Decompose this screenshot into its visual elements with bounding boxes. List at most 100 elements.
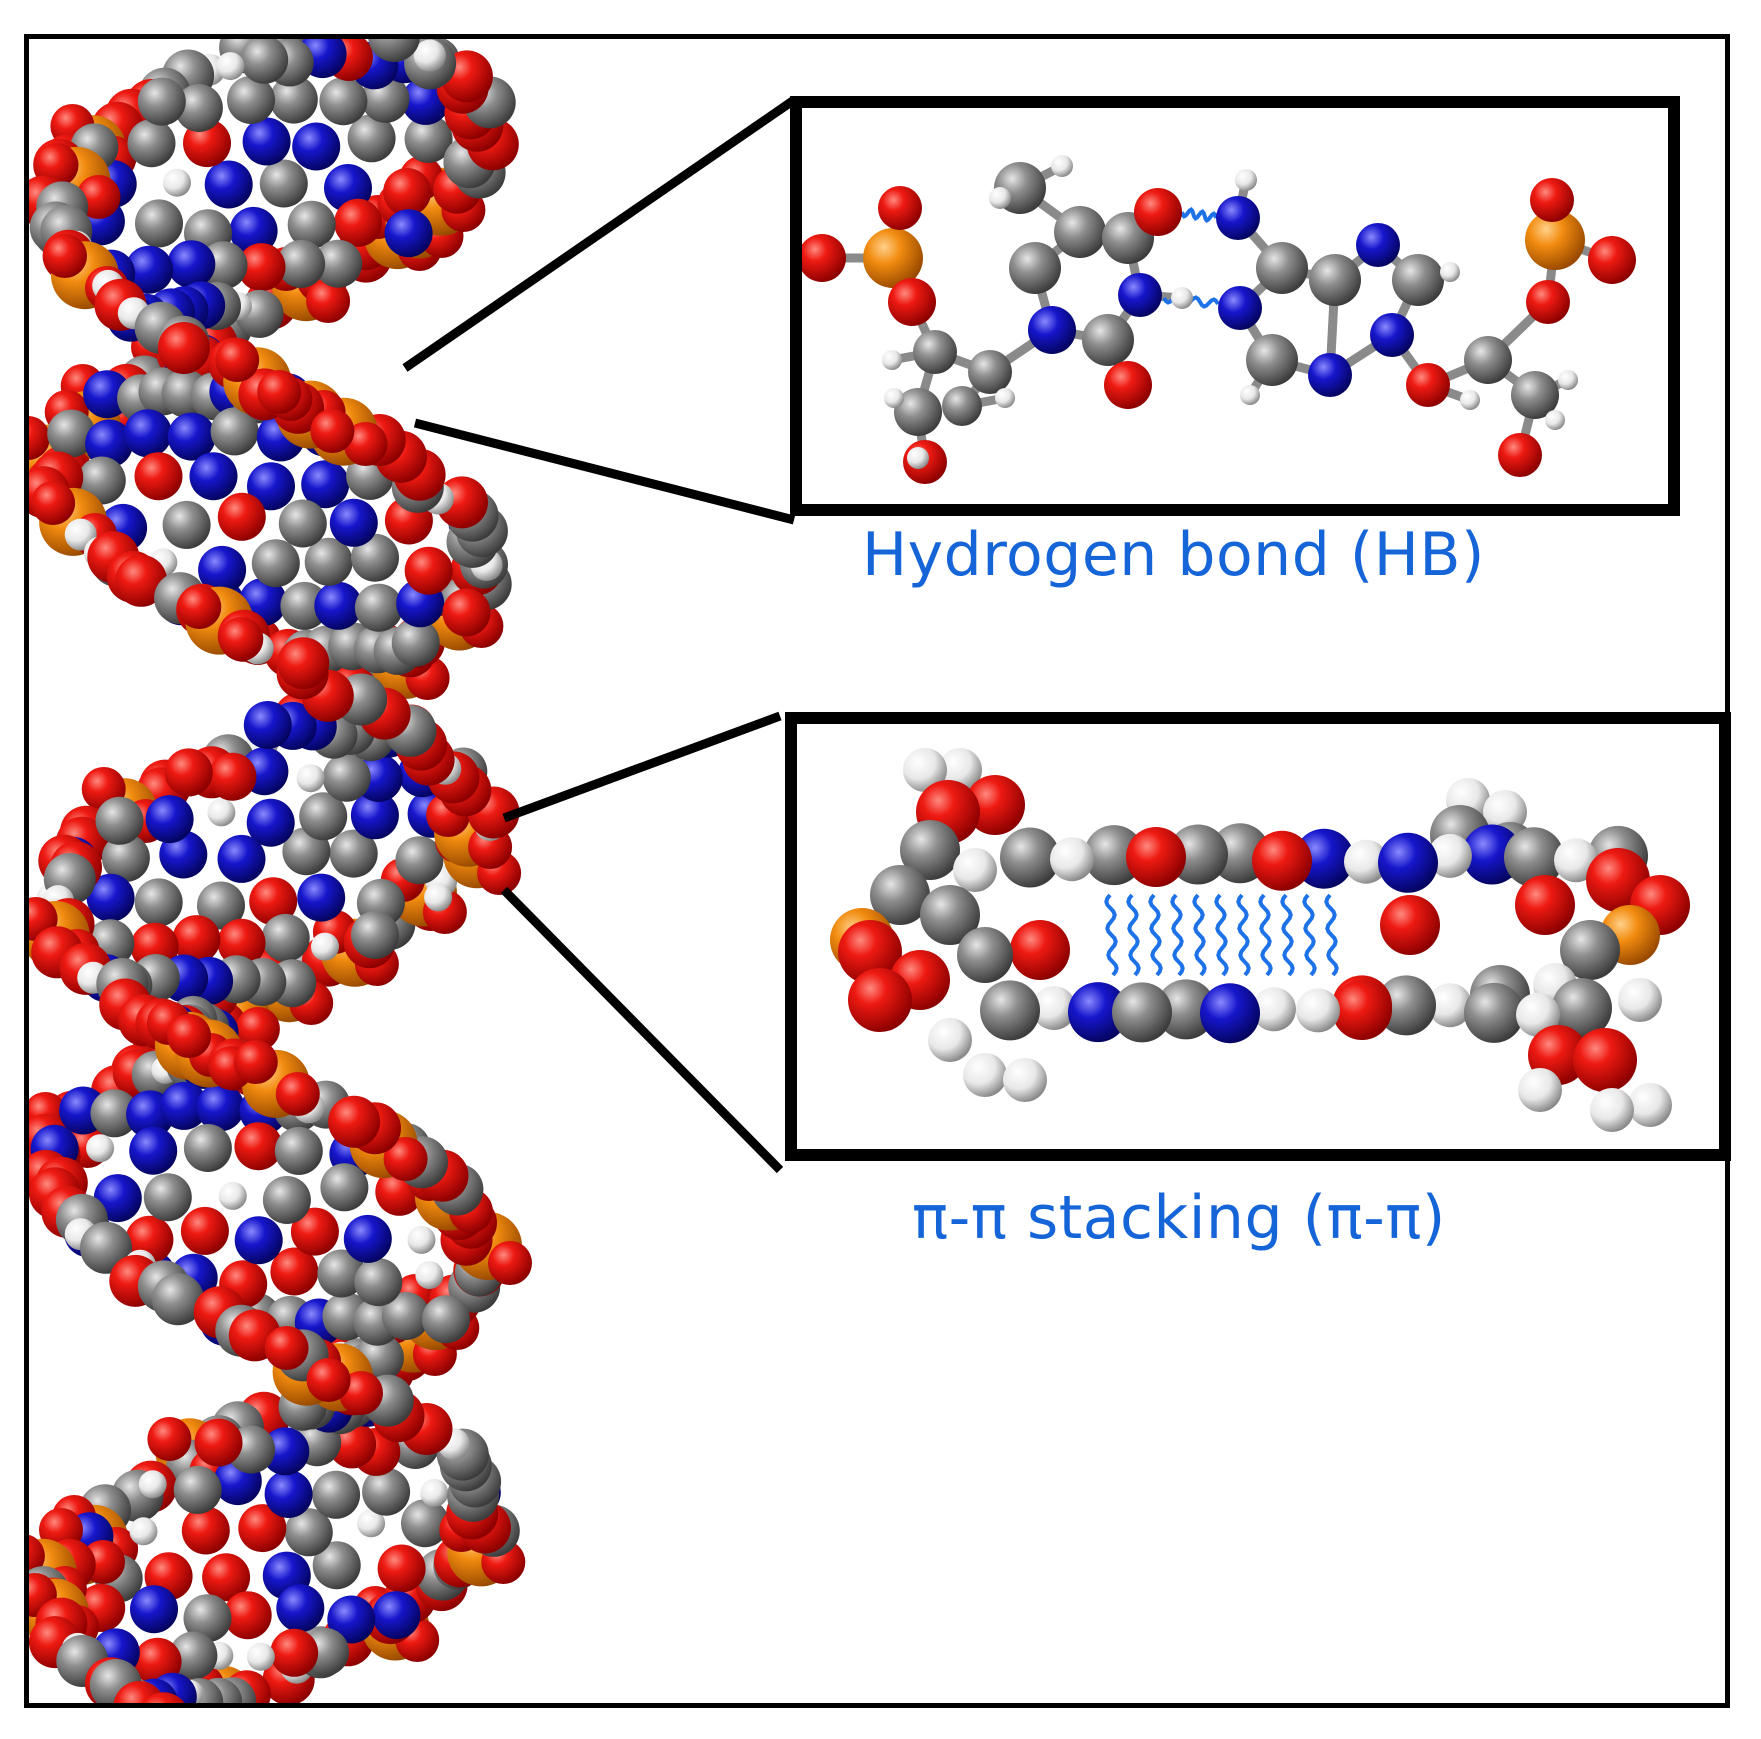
nitrogen-atom [234, 1216, 283, 1265]
oxygen-atom [115, 554, 168, 607]
hydrogen-atom [1440, 262, 1460, 282]
oxygen-atom [377, 1544, 426, 1593]
oxygen-atom [113, 1681, 165, 1703]
hydrogen-atom [1235, 169, 1257, 191]
hydrogen-bond-panel [790, 96, 1680, 516]
nitrogen-atom [1216, 196, 1260, 240]
oxygen-atom [219, 617, 264, 661]
pi-stacking-interaction [1258, 893, 1273, 977]
carbon-atom [227, 75, 275, 124]
phosphorus-atom [1525, 210, 1585, 270]
oxygen-atom [1588, 236, 1636, 284]
hydrogen-atom [413, 39, 446, 72]
oxygen-atom [383, 1137, 428, 1181]
nitrogen-atom [196, 1083, 245, 1132]
hydrogen-atom [218, 1181, 247, 1210]
carbon-atom [173, 1465, 222, 1514]
carbon-atom [980, 980, 1040, 1041]
nitrogen-atom [264, 1470, 313, 1518]
oxygen-atom [43, 234, 87, 278]
connector-pi-top [502, 711, 782, 823]
carbon-atom [1246, 334, 1298, 386]
hydrogen-atom [907, 447, 929, 469]
nitrogen-atom [1218, 286, 1262, 330]
hydrogen-atom [1590, 1088, 1634, 1132]
oxygen-atom [334, 198, 383, 247]
oxygen-atom [275, 1072, 320, 1116]
hydrogen-atom [424, 883, 453, 912]
hydrogen-atom [963, 1053, 1007, 1097]
hydrogen-atom [163, 168, 191, 197]
carbon-atom [95, 796, 144, 845]
nitrogen-atom [229, 206, 278, 255]
carbon-atom [261, 913, 310, 962]
hydrogen-atom [1618, 978, 1662, 1022]
nitrogen-atom [246, 798, 295, 847]
stacked-base-pairs [830, 748, 1690, 1132]
hydrogen-atom [216, 52, 245, 81]
nitrogen-atom [1308, 353, 1352, 397]
carbon-atom [304, 537, 353, 586]
oxygen-atom [290, 1207, 339, 1256]
carbon-atom [391, 618, 440, 667]
oxygen-atom [404, 546, 453, 595]
carbon-atom [404, 114, 453, 163]
oxygen-atom [164, 748, 213, 797]
carbon-atom [1392, 254, 1444, 306]
hydrogen-atom [989, 187, 1011, 209]
oxygen-atom [147, 1417, 192, 1461]
oxygen-atom [202, 1553, 251, 1602]
nitrogen-atom [123, 409, 172, 458]
hydrogen-atom [882, 350, 902, 370]
oxygen-atom [181, 1506, 230, 1555]
pi-stacking-caption: π-π stacking (π-π) [912, 1183, 1446, 1253]
nitrogen-atom [1378, 832, 1438, 893]
carbon-atom [280, 581, 329, 630]
carbon-atom [1464, 982, 1524, 1043]
hydrogen-atom [296, 764, 325, 793]
nitrogen-atom [217, 834, 266, 883]
hydrogen-atom [1518, 1068, 1562, 1112]
carbon-atom [1000, 827, 1060, 888]
nitrogen-atom [329, 498, 378, 547]
oxygen-atom [1332, 980, 1392, 1040]
carbon-atom [1552, 978, 1612, 1039]
nitrogen-atom [261, 1427, 310, 1476]
oxygen-atom [343, 422, 388, 466]
hydrogen-atom [420, 1478, 449, 1507]
nitrogen-atom [1356, 223, 1400, 267]
nitrogen-atom [247, 462, 295, 511]
oxygen-atom [277, 637, 330, 690]
oxygen-atom [217, 492, 266, 541]
hydrogen-atom [415, 1261, 444, 1290]
carbon-atom [317, 1249, 366, 1298]
carbon-atom [957, 927, 1013, 983]
carbon-atom [269, 75, 318, 124]
connector-pi-bottom [500, 886, 784, 1174]
hydrogen-atom [1428, 983, 1472, 1028]
carbon-atom [169, 1631, 218, 1680]
carbon-atom [401, 1499, 449, 1548]
oxygen-atom [235, 1007, 280, 1051]
nitrogen-atom [1068, 982, 1128, 1043]
carbon-atom [1309, 254, 1361, 306]
carbon-atom [151, 1273, 204, 1326]
nitrogen-atom [86, 873, 135, 922]
pi-stacking-interaction [1324, 893, 1339, 977]
carbon-atom [174, 84, 223, 132]
carbon-atom [143, 1173, 192, 1222]
nitrogen-atom [276, 1584, 325, 1633]
oxygen-atom [1380, 895, 1440, 955]
pi-panel-frame [785, 712, 1731, 1161]
carbon-atom [47, 409, 96, 458]
carbon-atom [942, 386, 982, 426]
carbon-atom [1156, 979, 1216, 1040]
carbon-atom [240, 39, 289, 84]
hydrogen-atom [407, 1225, 436, 1254]
nitrogen-atom [243, 701, 292, 749]
carbon-atom [1511, 371, 1559, 419]
nitrogen-atom [129, 1126, 178, 1175]
carbon-atom [1084, 825, 1144, 886]
oxygen-atom [31, 481, 76, 525]
